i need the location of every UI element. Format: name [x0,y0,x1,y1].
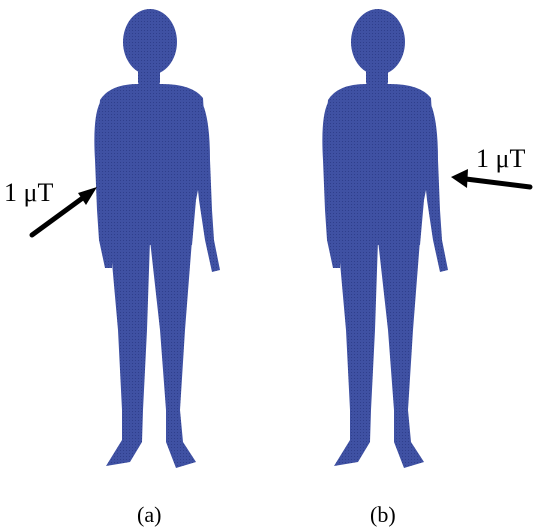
panel-label-b: (b) [370,502,396,527]
field-label-b: 1 μT [476,144,525,173]
panel-label-a: (a) [137,502,161,527]
field-label-a: 1 μT [4,178,53,207]
human-model-b [322,9,448,468]
human-model-a [94,9,220,468]
